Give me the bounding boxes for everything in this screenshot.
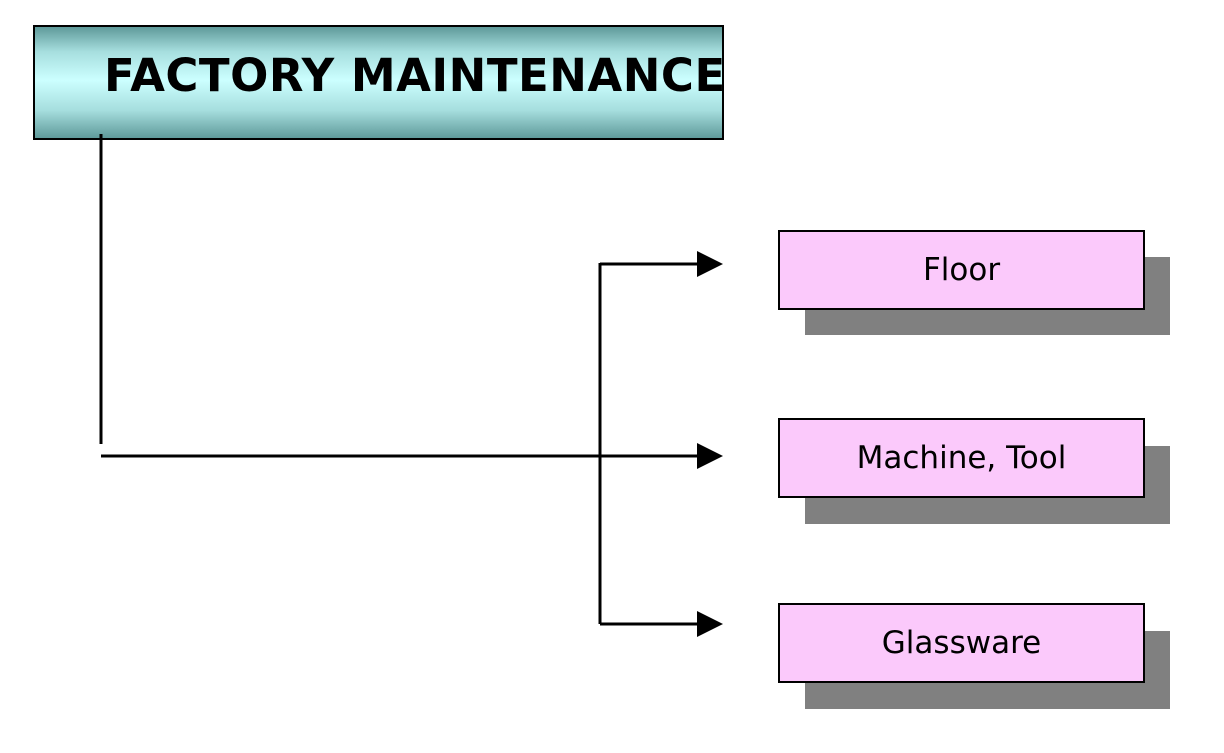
diagram-title: FACTORY MAINTENANCE — [104, 49, 726, 102]
title-box: FACTORY MAINTENANCE — [33, 25, 726, 140]
glassware-node-label: Glassware — [881, 625, 1042, 661]
floor-node-label: Floor — [922, 252, 1001, 288]
machine-tool-node: Machine, Tool — [778, 418, 1145, 498]
glassware-node: Glassware — [778, 603, 1145, 683]
machine-tool-node-label: Machine, Tool — [856, 440, 1067, 476]
floor-node: Floor — [778, 230, 1145, 310]
